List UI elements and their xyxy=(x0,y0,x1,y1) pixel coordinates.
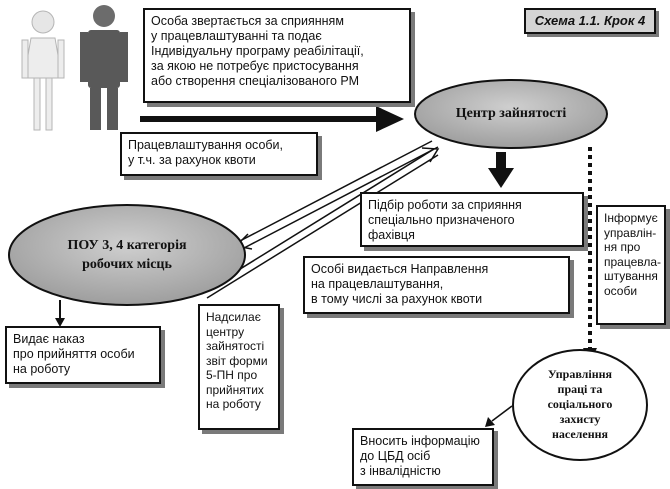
applicant-request-box: Особа звертається за сприянням у працевл… xyxy=(143,8,411,103)
report-box: Надсилає центру зайнятості звіт форми 5-… xyxy=(198,304,280,430)
database-box: Вносить інформацію до ЦБД осіб з інвалід… xyxy=(352,428,494,486)
arrow-center-to-social-protection xyxy=(583,147,597,362)
employment-label-box: Працевлаштування особи, у т.ч. за рахуно… xyxy=(120,132,318,176)
arrow-center-to-job-selection xyxy=(488,152,514,188)
diagram-title: Схема 1.1. Крок 4 xyxy=(524,8,656,34)
employer-node xyxy=(8,204,246,306)
employer-label: ПОУ 3, 4 категорія робочих місць xyxy=(67,238,187,272)
order-box: Видає наказ про прийняття особи на робот… xyxy=(5,326,161,384)
social-protection-node xyxy=(512,349,648,461)
informs-box: Інформує управлін- ня про працевла- штув… xyxy=(596,205,666,325)
employment-center-label: Центр зайнятості xyxy=(455,106,567,121)
job-selection-box: Підбір роботи за сприяння спеціально при… xyxy=(360,192,584,247)
social-protection-label: Управління праці та соціального захисту … xyxy=(547,366,613,441)
arrow-social-to-database xyxy=(485,405,513,427)
arrow-applicant-to-center xyxy=(140,106,404,132)
referral-box: Особі видається Направлення на працевлаш… xyxy=(303,256,570,314)
employment-center-node xyxy=(414,79,608,149)
arrow-employer-to-order xyxy=(55,300,65,327)
people-icon xyxy=(21,5,128,131)
